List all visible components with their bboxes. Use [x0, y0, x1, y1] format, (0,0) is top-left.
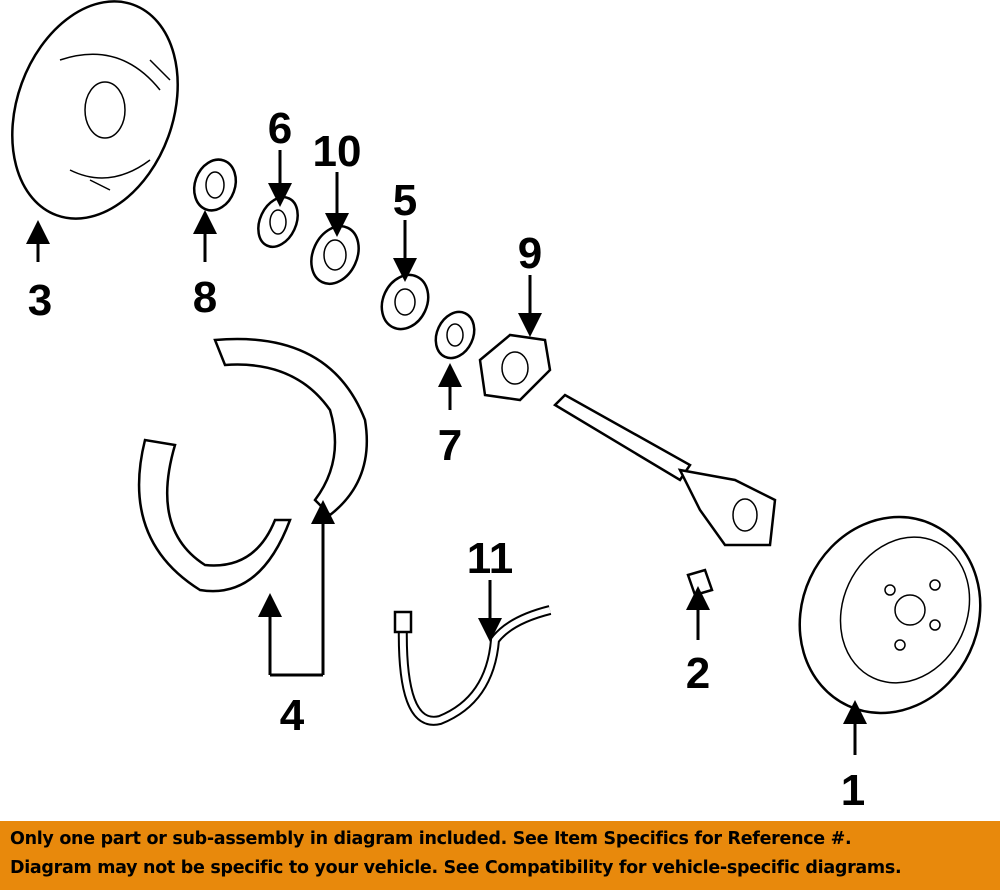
parts-diagram: 1 2 3 4 5 6 7 8 9 10 11: [11, 0, 982, 815]
callout-7: 7: [438, 421, 462, 470]
backing-plate-part: [11, 0, 179, 220]
callout-5: 5: [393, 176, 417, 225]
callout-6: 6: [268, 104, 292, 153]
seal-part-8: [192, 158, 238, 212]
lock-washer-part-6: [257, 195, 299, 249]
callout-4: 4: [280, 691, 305, 740]
callout-3: 3: [28, 276, 52, 325]
brake-hose-part: [393, 605, 552, 726]
disclaimer-line-2: Diagram may not be specific to your vehi…: [10, 858, 902, 878]
callout-8: 8: [193, 273, 217, 322]
callout-2: 2: [686, 649, 710, 698]
bearing-part-10: [310, 225, 360, 285]
disclaimer-banner: Only one part or sub-assembly in diagram…: [0, 821, 1000, 890]
axle-shaft-part: [552, 393, 777, 547]
disclaimer-line-1: Only one part or sub-assembly in diagram…: [10, 829, 852, 849]
seal-part-7: [434, 310, 476, 360]
callout-11: 11: [467, 534, 514, 583]
callout-9: 9: [518, 229, 542, 278]
brake-shoes-part: [137, 337, 369, 593]
callout-arrows: [26, 150, 867, 755]
callout-10: 10: [313, 127, 362, 176]
bearing-part-5: [380, 273, 430, 331]
lug-bolt-part: [686, 568, 714, 597]
retainer-plate-part-9: [478, 333, 552, 402]
brake-drum-part: [798, 515, 982, 715]
callout-1: 1: [841, 766, 865, 815]
